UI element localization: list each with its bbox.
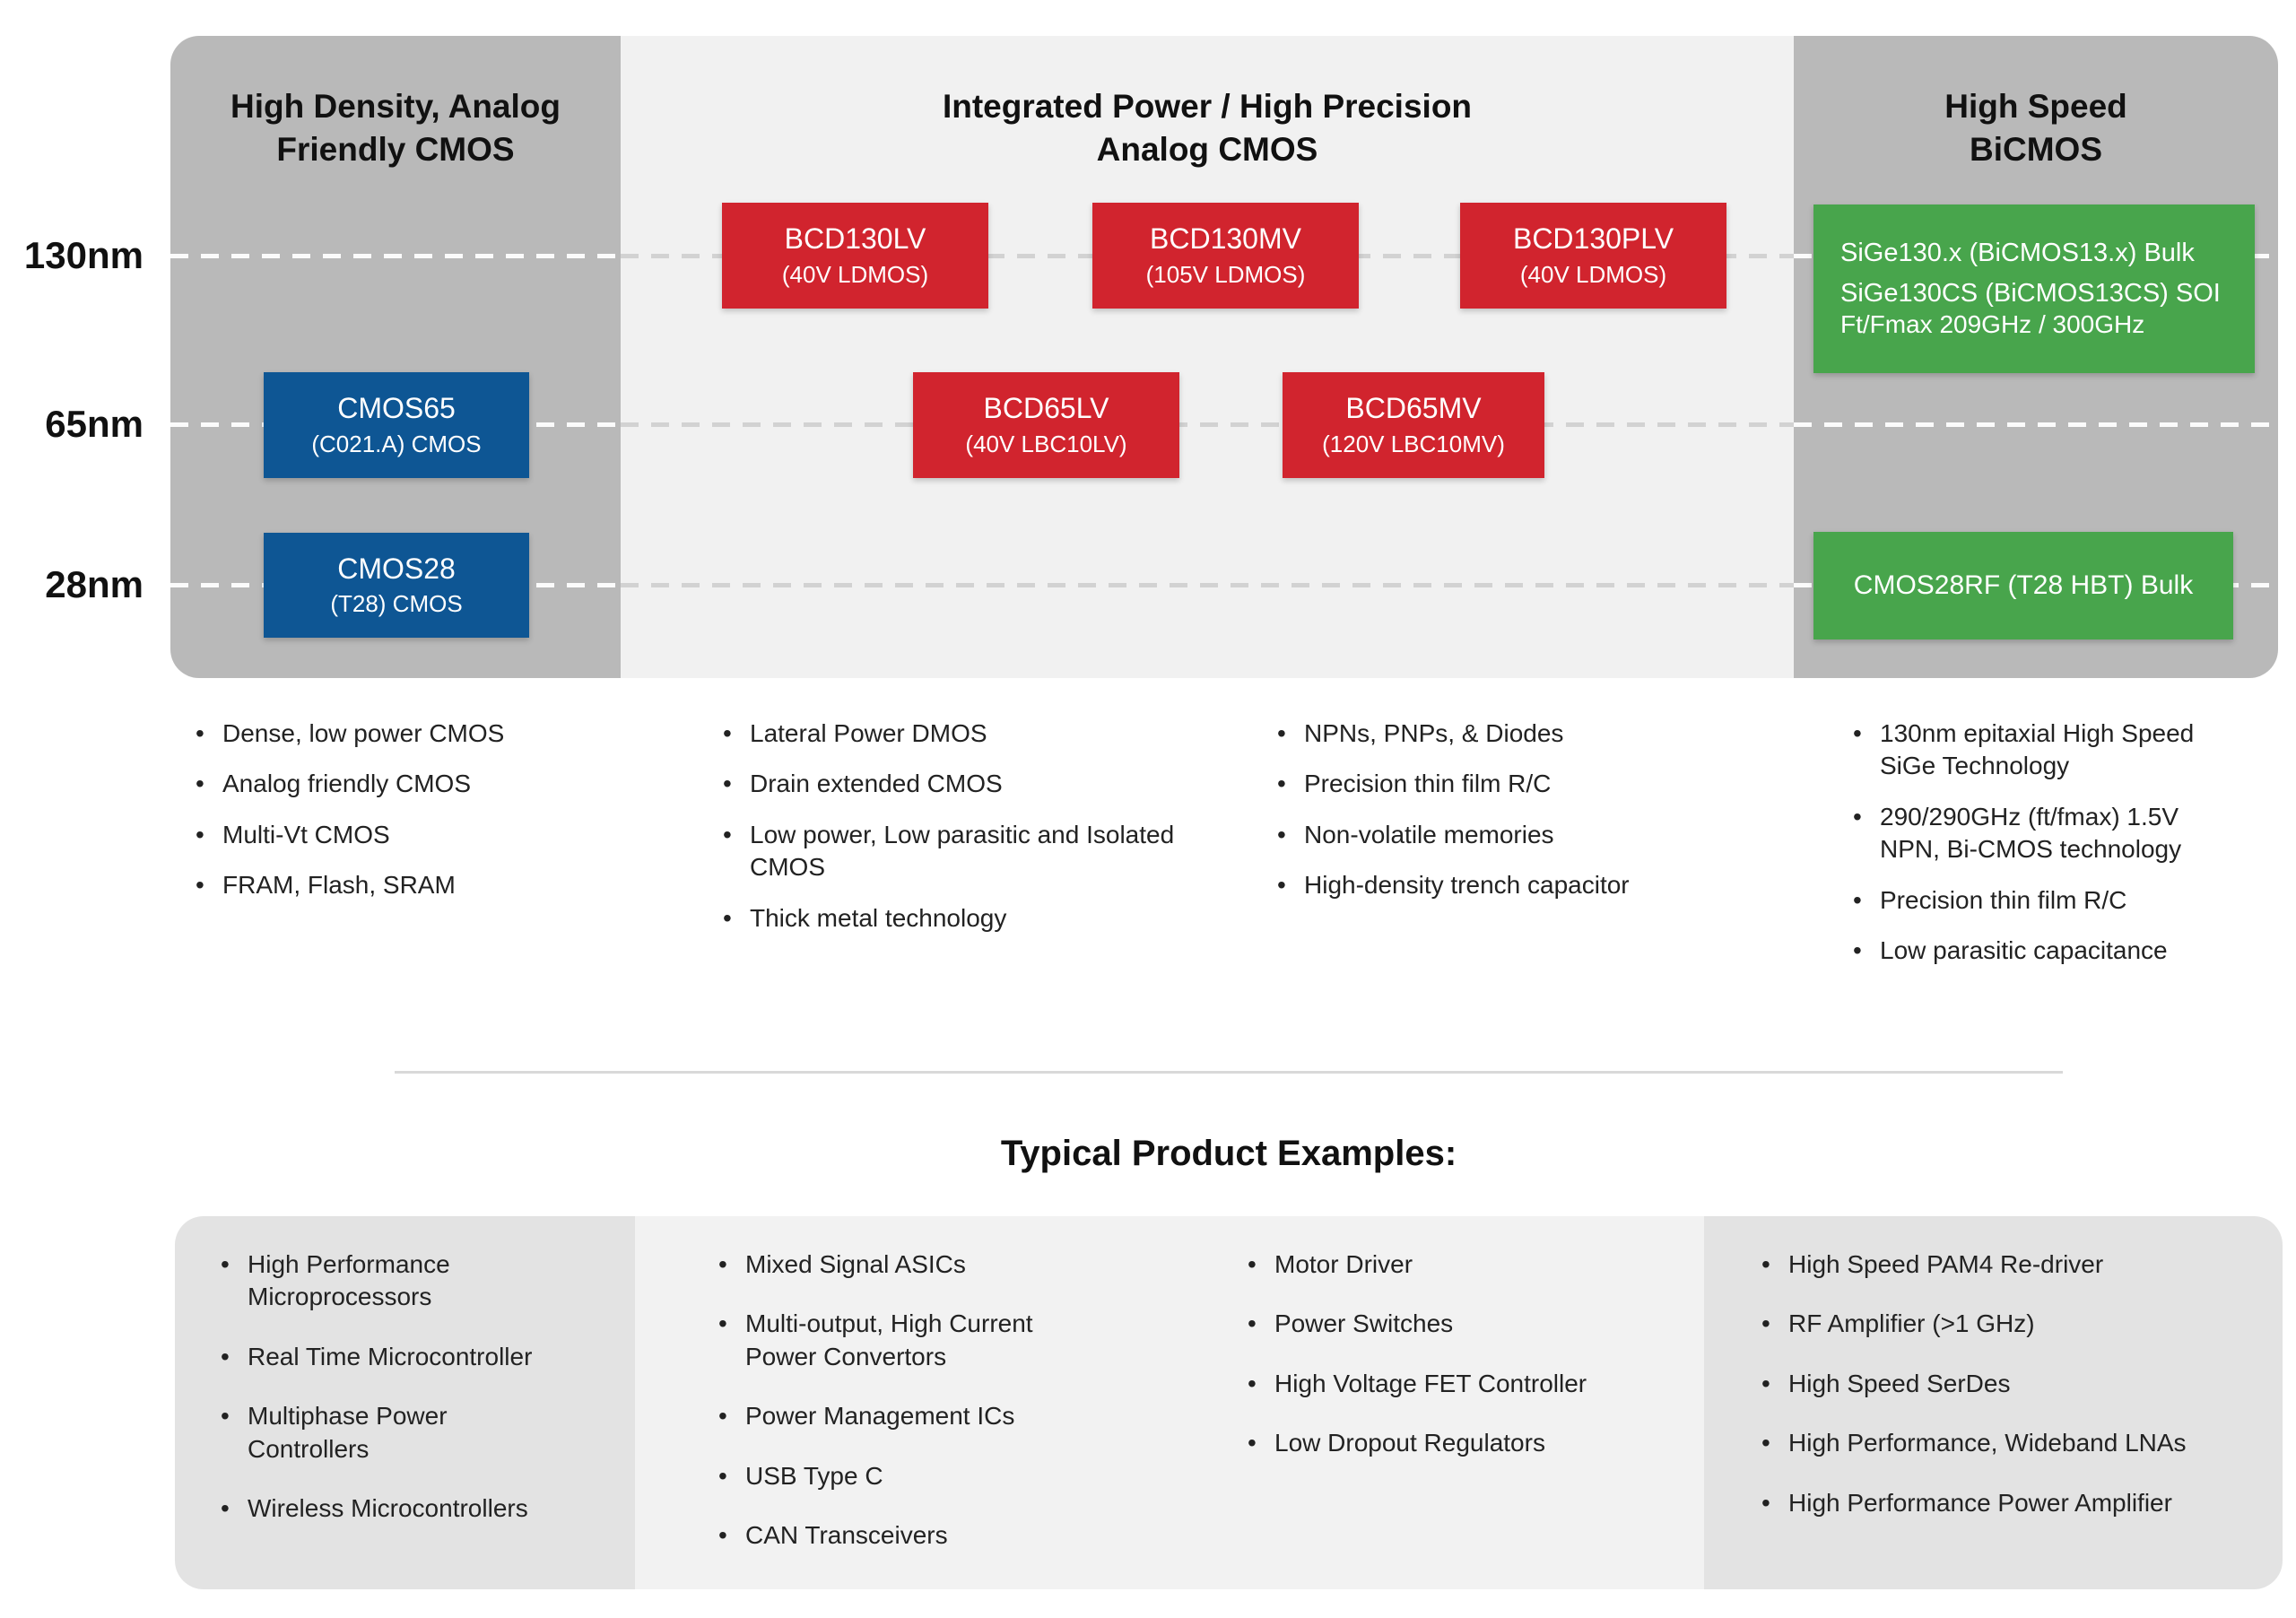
bullet-item: High Voltage FET Controller <box>1242 1368 1691 1401</box>
bullet-item: Real Time Microcontroller <box>215 1341 538 1374</box>
node-cmos28: CMOS28 (T28) CMOS <box>264 533 529 638</box>
node-title: BCD65LV <box>983 392 1109 424</box>
bullet-item: FRAM, Flash, SRAM <box>190 869 549 902</box>
feature-list-high-density-cmos: Dense, low power CMOS Analog friendly CM… <box>190 718 549 920</box>
panel-header-left-line1: High Density, Analog <box>230 88 561 125</box>
node-subtitle: (105V LDMOS) <box>1145 260 1306 288</box>
node-subtitle: (T28) CMOS <box>330 590 463 618</box>
bullet-item: Power Switches <box>1242 1308 1691 1341</box>
node-bcd65lv: BCD65LV (40V LBC10LV) <box>913 372 1179 478</box>
node-title: BCD130MV <box>1150 222 1301 255</box>
bullet-item: Dense, low power CMOS <box>190 718 549 751</box>
feature-list-high-speed-bicmos: 130nm epitaxial High Speed SiGe Technolo… <box>1848 718 2224 985</box>
product-list-high-speed-bicmos: High Speed PAM4 Re-driver RF Amplifier (… <box>1756 1248 2258 1546</box>
bullet-item: Low Dropout Regulators <box>1242 1427 1691 1460</box>
panel-header-middle-line1: Integrated Power / High Precision <box>942 88 1473 125</box>
panel-integrated-power-analog-cmos: Integrated Power / High Precision Analog… <box>621 36 1794 678</box>
panel-header-left-line2: Friendly CMOS <box>276 131 515 169</box>
bullet-item: Multiphase Power Controllers <box>215 1400 538 1466</box>
bullet-item: Precision thin film R/C <box>1848 884 2224 918</box>
node-subtitle: (120V LBC10MV) <box>1322 430 1505 457</box>
bullet-item: RF Amplifier (>1 GHz) <box>1756 1308 2258 1341</box>
product-list-high-density-cmos: High Performance Microprocessors Real Ti… <box>215 1248 538 1552</box>
bullet-item: 290/290GHz (ft/fmax) 1.5V NPN, Bi-CMOS t… <box>1848 801 2224 866</box>
bullet-item: Low parasitic capacitance <box>1848 935 2224 968</box>
bullet-item: High Speed SerDes <box>1756 1368 2258 1401</box>
bullet-item: Drain extended CMOS <box>718 768 1202 801</box>
dashed-line-130nm-left <box>170 254 621 258</box>
dashed-line-28nm-middle <box>621 583 1794 587</box>
node-subtitle: (40V LDMOS) <box>1519 260 1667 288</box>
panel-header-left: High Density, Analog Friendly CMOS <box>170 85 621 171</box>
feature-list-integrated-power-1: Lateral Power DMOS Drain extended CMOS L… <box>718 718 1202 953</box>
feature-list-integrated-power-2: NPNs, PNPs, & Diodes Precision thin film… <box>1272 718 1774 920</box>
section-divider <box>395 1071 2063 1074</box>
dashed-line-65nm-middle <box>621 422 1794 427</box>
panel-header-middle: Integrated Power / High Precision Analog… <box>621 85 1794 171</box>
bullet-item: High Performance, Wideband LNAs <box>1756 1427 2258 1460</box>
panel-header-right-line2: BiCMOS <box>1970 131 2102 169</box>
node-title: BCD130LV <box>784 222 926 255</box>
node-bcd130plv: BCD130PLV (40V LDMOS) <box>1460 203 1726 309</box>
node-bcd130mv: BCD130MV (105V LDMOS) <box>1092 203 1359 309</box>
bullet-item: Non-volatile memories <box>1272 819 1774 852</box>
row-label-28nm: 28nm <box>45 563 144 605</box>
bullet-item: Lateral Power DMOS <box>718 718 1202 751</box>
bullet-item: Power Management ICs <box>713 1400 1099 1433</box>
bullet-item: Multi-output, High Current Power Convert… <box>713 1308 1099 1373</box>
bullet-item: Mixed Signal ASICs <box>713 1248 1099 1282</box>
node-bcd130lv: BCD130LV (40V LDMOS) <box>722 203 988 309</box>
node-cmos28rf: CMOS28RF (T28 HBT) Bulk <box>1813 532 2233 639</box>
bullet-item: 130nm epitaxial High Speed SiGe Technolo… <box>1848 718 2224 783</box>
panel-header-right: High Speed BiCMOS <box>1794 85 2278 171</box>
products-heading: Typical Product Examples: <box>1000 1134 1457 1173</box>
bullet-item: High Speed PAM4 Re-driver <box>1756 1248 2258 1282</box>
row-label-65nm: 65nm <box>45 403 144 445</box>
bullet-item: High Performance Power Amplifier <box>1756 1487 2258 1520</box>
bullet-item: Multi-Vt CMOS <box>190 819 549 852</box>
bullet-item: Motor Driver <box>1242 1248 1691 1282</box>
product-list-integrated-power-1: Mixed Signal ASICs Multi-output, High Cu… <box>713 1248 1099 1579</box>
bullet-item: High-density trench capacitor <box>1272 869 1774 902</box>
bullet-item: CAN Transceivers <box>713 1519 1099 1553</box>
dashed-line-65nm-right <box>1794 422 2278 427</box>
node-subtitle: (C021.A) CMOS <box>311 430 482 457</box>
bullet-item: High Performance Microprocessors <box>215 1248 538 1314</box>
bullet-item: Low power, Low parasitic and Isolated CM… <box>718 819 1202 884</box>
node-title: BCD130PLV <box>1512 222 1674 255</box>
bullet-item: Wireless Microcontrollers <box>215 1492 538 1526</box>
node-subtitle: (40V LBC10LV) <box>965 430 1127 457</box>
node-bcd65mv: BCD65MV (120V LBC10MV) <box>1283 372 1544 478</box>
node-cmos65: CMOS65 (C021.A) CMOS <box>264 372 529 478</box>
bullet-item: Precision thin film R/C <box>1272 768 1774 801</box>
node-sige130-bulk-label: SiGe130.x (BiCMOS13.x) Bulk <box>1840 239 2195 267</box>
node-sige130: SiGe130.x (BiCMOS13.x) Bulk SiGe130CS (B… <box>1813 204 2255 373</box>
node-title: CMOS28RF (T28 HBT) Bulk <box>1853 570 2194 600</box>
panel-header-middle-line2: Analog CMOS <box>1096 131 1318 169</box>
node-title: CMOS28 <box>337 552 456 585</box>
node-sige130cs-soi-label: SiGe130CS (BiCMOS13CS) SOI <box>1840 279 2221 308</box>
node-title: CMOS65 <box>337 392 456 424</box>
node-sige130cs-ftfmax-label: Ft/Fmax 209GHz / 300GHz <box>1840 310 2145 338</box>
node-subtitle: (40V LDMOS) <box>781 260 929 288</box>
bullet-item: Analog friendly CMOS <box>190 768 549 801</box>
row-label-130nm: 130nm <box>23 234 144 276</box>
bullet-item: USB Type C <box>713 1460 1099 1493</box>
panel-header-right-line1: High Speed <box>1944 88 2127 125</box>
node-title: BCD65MV <box>1345 392 1482 424</box>
product-list-integrated-power-2: Motor Driver Power Switches High Voltage… <box>1242 1248 1691 1487</box>
bullet-item: Thick metal technology <box>718 902 1202 935</box>
bullet-item: NPNs, PNPs, & Diodes <box>1272 718 1774 751</box>
